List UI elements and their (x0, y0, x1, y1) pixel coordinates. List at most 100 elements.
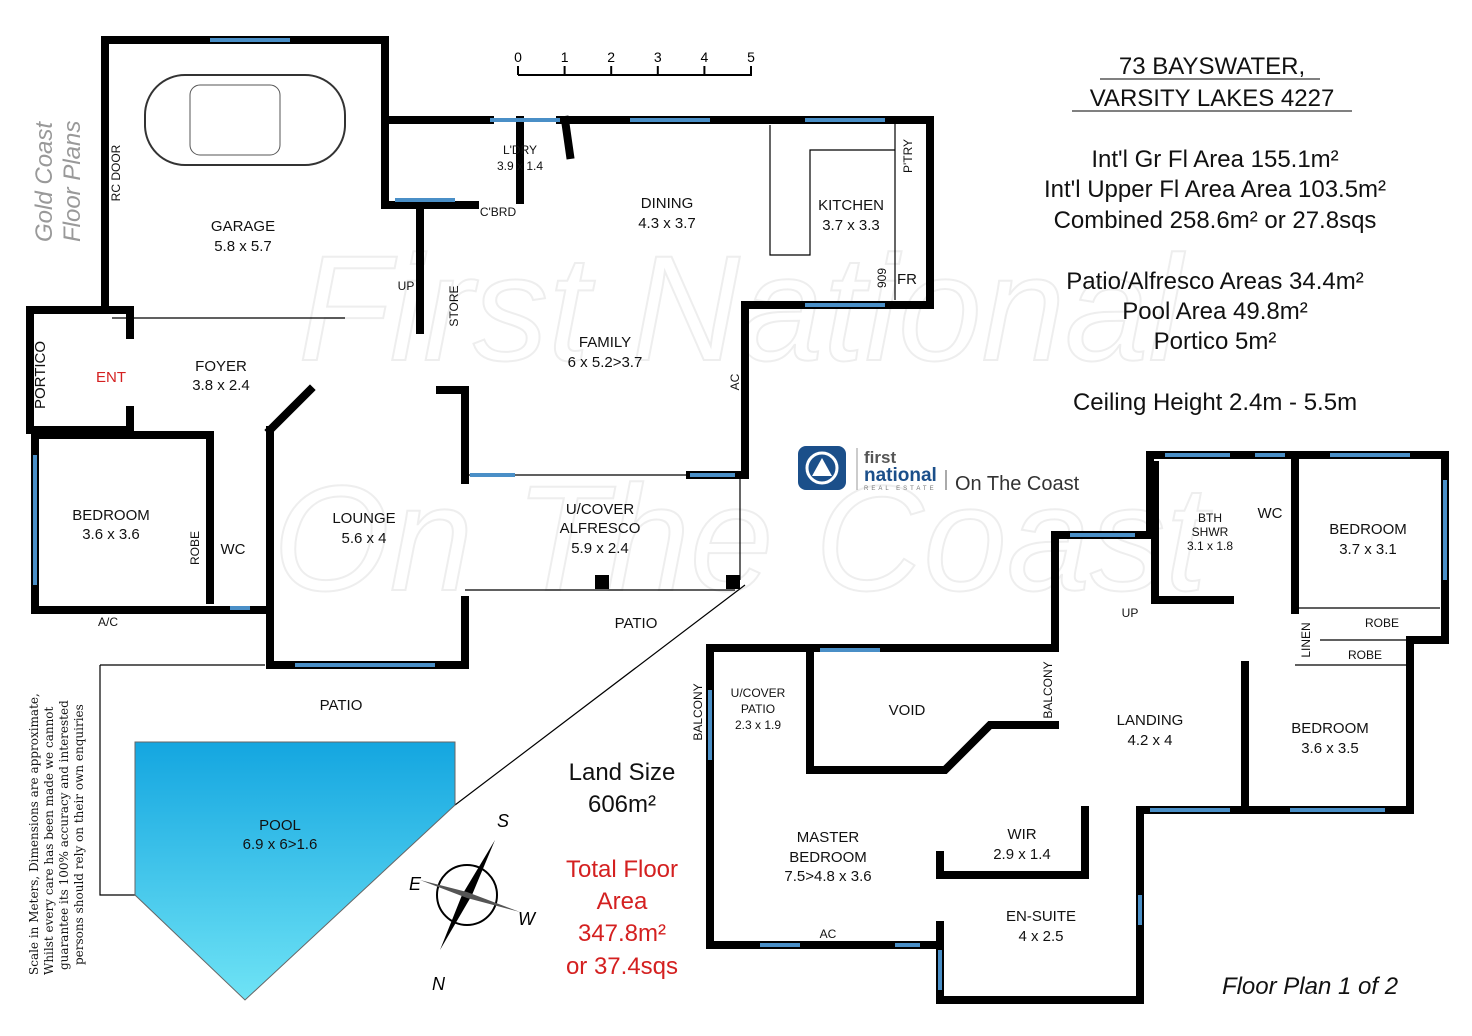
svg-text:6 x 5.2>3.7: 6 x 5.2>3.7 (568, 354, 643, 371)
svg-text:GARAGE: GARAGE (211, 218, 275, 235)
upper-floor-walls (706, 451, 1449, 1004)
compass-icon: S E W N (409, 811, 537, 994)
svg-text:Int'l Gr Fl Area 155.1m²: Int'l Gr Fl Area 155.1m² (1091, 146, 1338, 173)
scale-tick-label: 0 (514, 49, 522, 65)
svg-text:Scale in Meters, Dimensions ar: Scale in Meters, Dimensions are approxim… (27, 693, 41, 975)
svg-text:3.9 x 1.4: 3.9 x 1.4 (497, 159, 543, 173)
svg-text:AC: AC (820, 927, 837, 941)
svg-text:BEDROOM: BEDROOM (72, 507, 150, 524)
svg-text:MASTER: MASTER (797, 829, 860, 846)
svg-text:U/COVER: U/COVER (566, 501, 635, 518)
svg-text:Gold Coast: Gold Coast (31, 121, 58, 242)
svg-text:3.6 x 3.5: 3.6 x 3.5 (1301, 740, 1359, 757)
svg-text:Floor Plans: Floor Plans (59, 121, 86, 242)
svg-text:ROBE: ROBE (1365, 616, 1399, 630)
svg-text:ENT: ENT (96, 369, 126, 386)
svg-text:N: N (432, 974, 446, 994)
svg-text:WC: WC (221, 541, 246, 558)
svg-text:BEDROOM: BEDROOM (1291, 720, 1369, 737)
svg-text:5.9 x 2.4: 5.9 x 2.4 (571, 540, 629, 557)
svg-text:3.8 x 2.4: 3.8 x 2.4 (192, 377, 250, 394)
svg-text:KITCHEN: KITCHEN (818, 197, 884, 214)
svg-text:national: national (864, 465, 937, 486)
svg-text:UP: UP (1122, 606, 1139, 620)
svg-text:Portico 5m²: Portico 5m² (1154, 328, 1277, 355)
scale-tick-label: 2 (607, 49, 615, 65)
page-indicator: Floor Plan 1 of 2 (1222, 973, 1398, 1000)
svg-text:Whilst every care has been mad: Whilst every care has been made we canno… (42, 706, 56, 975)
svg-text:A/C: A/C (98, 615, 118, 629)
scale-tick-label: 5 (747, 49, 755, 65)
svg-text:3.7 x 3.3: 3.7 x 3.3 (822, 217, 880, 234)
svg-text:6.9 x 6>1.6: 6.9 x 6>1.6 (243, 836, 318, 853)
svg-text:5.6 x 4: 5.6 x 4 (341, 530, 386, 547)
svg-text:or 37.4sqs: or 37.4sqs (566, 953, 678, 980)
svg-text:4 x 2.5: 4 x 2.5 (1018, 928, 1063, 945)
svg-text:POOL: POOL (259, 817, 301, 834)
svg-text:5.8 x 5.7: 5.8 x 5.7 (214, 238, 272, 255)
svg-text:STORE: STORE (447, 285, 461, 326)
svg-text:2.9 x 1.4: 2.9 x 1.4 (993, 846, 1051, 863)
svg-text:Ceiling Height 2.4m - 5.5m: Ceiling Height 2.4m - 5.5m (1073, 389, 1357, 416)
svg-text:L'DRY: L'DRY (503, 143, 537, 157)
svg-text:S: S (497, 811, 509, 831)
svg-text:606m²: 606m² (588, 791, 656, 818)
svg-text:7.5>4.8 x 3.6: 7.5>4.8 x 3.6 (784, 868, 871, 885)
svg-text:VARSITY LAKES 4227: VARSITY LAKES 4227 (1090, 85, 1335, 112)
svg-text:U/COVER: U/COVER (731, 686, 786, 700)
car-icon (144, 74, 346, 166)
svg-text:RC DOOR: RC DOOR (109, 144, 123, 201)
svg-text:BTH: BTH (1198, 511, 1222, 525)
svg-text:FOYER: FOYER (195, 358, 247, 375)
patio-outline (99, 584, 746, 896)
svg-text:guarantee its 100% accuracy an: guarantee its 100% accuracy and interest… (57, 700, 71, 970)
svg-text:UP: UP (398, 279, 415, 293)
svg-text:Patio/Alfresco Areas 34.4m²: Patio/Alfresco Areas 34.4m² (1066, 268, 1363, 295)
svg-text:LOUNGE: LOUNGE (332, 510, 395, 527)
svg-text:VOID: VOID (889, 702, 926, 719)
svg-text:EN-SUITE: EN-SUITE (1006, 908, 1076, 925)
svg-text:C'BRD: C'BRD (480, 205, 517, 219)
pool (134, 741, 456, 1001)
room-labels: GARAGE 5.8 x 5.7 RC DOOR L'DRY 3.9 x 1.4… (32, 139, 1407, 945)
svg-text:Land Size: Land Size (569, 759, 676, 786)
svg-text:LINEN: LINEN (1299, 622, 1313, 657)
svg-text:LANDING: LANDING (1117, 712, 1184, 729)
svg-text:Total Floor: Total Floor (566, 856, 678, 883)
svg-text:FAMILY: FAMILY (579, 334, 631, 351)
svg-text:FR: FR (897, 271, 917, 288)
svg-text:BALCONY: BALCONY (691, 683, 705, 740)
svg-text:PATIO: PATIO (320, 697, 363, 714)
ground-floor-walls (26, 36, 934, 669)
svg-text:W: W (518, 909, 537, 929)
svg-text:3.6 x 3.6: 3.6 x 3.6 (82, 526, 140, 543)
svg-text:first: first (864, 448, 896, 467)
property-info: 73 BAYSWATER, VARSITY LAKES 4227 Int'l G… (566, 53, 1398, 1000)
brand-vertical: Gold Coast Floor Plans (31, 121, 86, 242)
scale-tick-label: 3 (654, 49, 662, 65)
disclaimer: Scale in Meters, Dimensions are approxim… (27, 693, 86, 975)
svg-text:E: E (409, 874, 422, 894)
svg-text:Area: Area (597, 888, 648, 915)
svg-text:909: 909 (875, 268, 889, 288)
svg-text:ROBE: ROBE (188, 531, 202, 565)
svg-text:Pool Area 49.8m²: Pool Area 49.8m² (1122, 298, 1307, 325)
svg-text:Combined 258.6m² or 27.8sqs: Combined 258.6m² or 27.8sqs (1054, 207, 1377, 234)
svg-text:BALCONY: BALCONY (1041, 661, 1055, 718)
svg-text:BEDROOM: BEDROOM (1329, 521, 1407, 538)
svg-text:BEDROOM: BEDROOM (789, 849, 867, 866)
brand-logo: first national REAL ESTATE On The Coast (798, 446, 1080, 495)
svg-text:WC: WC (1258, 505, 1283, 522)
svg-text:PORTICO: PORTICO (32, 341, 49, 409)
svg-text:persons should rely on their o: persons should rely on their own enquiri… (72, 704, 86, 965)
svg-text:On The Coast: On The Coast (955, 473, 1080, 495)
svg-text:P'TRY: P'TRY (901, 139, 915, 173)
svg-text:3.1 x 1.8: 3.1 x 1.8 (1187, 539, 1233, 553)
svg-text:SHWR: SHWR (1192, 525, 1229, 539)
svg-text:3.7 x 3.1: 3.7 x 3.1 (1339, 541, 1397, 558)
svg-text:WIR: WIR (1007, 826, 1036, 843)
svg-text:4.2 x 4: 4.2 x 4 (1127, 732, 1172, 749)
svg-text:DINING: DINING (641, 195, 694, 212)
